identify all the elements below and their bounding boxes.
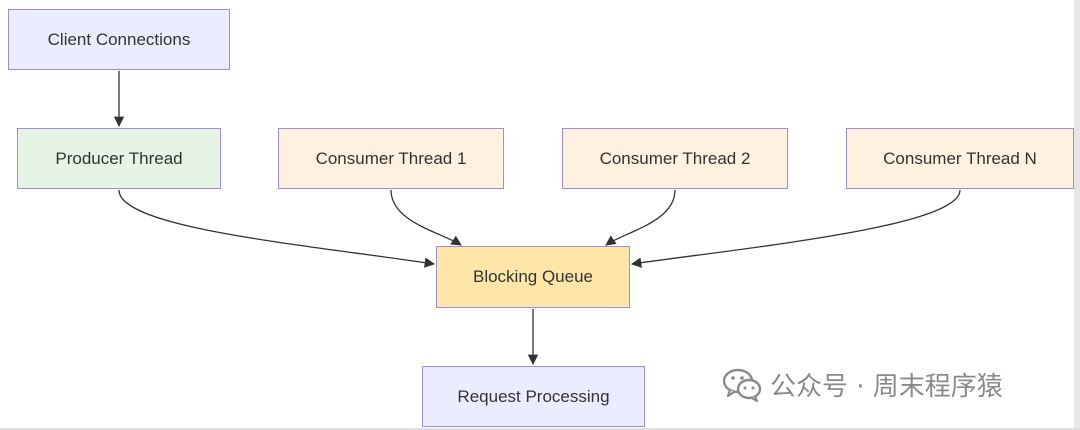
frame-bottom-edge xyxy=(0,428,1080,430)
watermark-text: 公众号 · 周末程序猿 xyxy=(770,372,1003,402)
node-label: Producer Thread xyxy=(55,148,183,168)
node-blocking-queue: Blocking Queue xyxy=(436,246,630,308)
frame-right-edge xyxy=(1074,0,1080,430)
edge-consumer2-to-queue xyxy=(605,189,676,246)
node-label: Client Connections xyxy=(47,29,191,49)
node-producer-thread: Producer Thread xyxy=(17,128,221,189)
edge-producer-to-queue xyxy=(118,189,436,268)
edge-consumer1-to-queue xyxy=(390,189,462,246)
node-label: Consumer Thread 2 xyxy=(599,148,751,168)
node-consumer-thread-n: Consumer Thread N xyxy=(846,128,1074,189)
node-label: Request Processing xyxy=(457,386,610,406)
node-label: Consumer Thread 1 xyxy=(315,148,467,168)
wechat-icon xyxy=(722,368,762,402)
edge-consumerN-to-queue xyxy=(630,189,961,268)
node-client-connections: Client Connections xyxy=(8,9,230,70)
node-label: Blocking Queue xyxy=(472,267,594,286)
node-consumer-thread-2: Consumer Thread 2 xyxy=(562,128,788,189)
node-consumer-thread-1: Consumer Thread 1 xyxy=(278,128,504,189)
node-label: Consumer Thread N xyxy=(883,148,1037,168)
node-request-processing: Request Processing xyxy=(422,366,645,427)
watermark: 公众号 · 周末程序猿 xyxy=(722,366,1003,403)
